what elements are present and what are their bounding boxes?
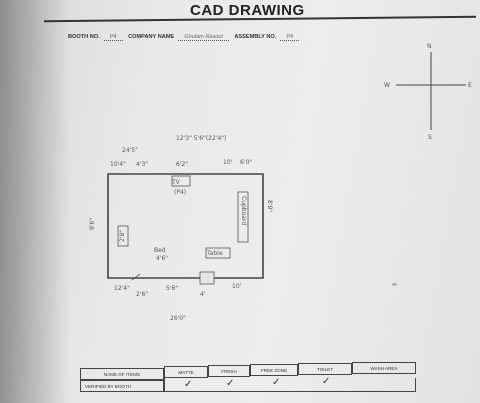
check-matte-icon: ✓: [184, 379, 193, 390]
compass-rose: N W E S: [384, 43, 472, 140]
check-free-zone-icon: ✓: [272, 377, 281, 388]
smudge-mark: [392, 283, 397, 286]
plan-cupboard-label: Cupboard: [240, 196, 247, 225]
plan-dim-top-right2: 6'0": [240, 159, 252, 166]
table-row-label: VERIFIED BY BOOTH: [80, 380, 164, 392]
plan-dim-left-edge: 9'6": [89, 218, 96, 230]
compass-west: W: [384, 82, 390, 89]
cupboard: [237, 191, 249, 243]
plan-dim-top-mid2: 6'2": [176, 161, 188, 168]
plan-dim-bottom-right: 10': [232, 283, 242, 290]
table-header-free-zone: FREE ZONE: [250, 364, 298, 376]
verification-table: NAME OF ITEMS MATTE FRESH FREE ZONE TOIL…: [80, 362, 416, 398]
document-title: CAD DRAWING: [190, 2, 305, 19]
assembly-label: ASSEMBLY NO.: [234, 34, 277, 40]
floor-plan: 24'5" 12'3" 5'6"(22'4") 10'4" 4'3" 6'2" …: [89, 135, 273, 322]
plan-bed-sub: 4'6": [156, 255, 168, 262]
page-shadow: [0, 0, 70, 403]
check-toilet-icon: ✓: [322, 376, 331, 387]
plan-dim-top-left: 24'5": [122, 147, 138, 154]
plan-bottom-caption: 26'0": [170, 315, 186, 322]
check-fresh-icon: ✓: [226, 378, 235, 389]
tv-unit: [171, 175, 191, 187]
doorway-mark: [131, 273, 141, 281]
company-value: Ghulam Rasool: [178, 34, 229, 41]
left-fixture: [117, 225, 129, 247]
table-header-fresh: FRESH: [208, 365, 250, 377]
plan-title: 12'3" 5'6"(22'4"): [176, 135, 226, 142]
table-header-wash-area: WASH AREA: [352, 362, 416, 374]
plan-dim-left-inner: 2'8": [119, 230, 126, 242]
plan-dim-bottom-left: 12'4": [114, 285, 130, 292]
plan-table-label: Table: [206, 250, 223, 257]
table-unit: [205, 247, 231, 259]
compass-south: S: [428, 134, 432, 140]
door-gap: [199, 271, 215, 285]
plan-dim-bottom-l1: 2'6": [136, 291, 148, 298]
assembly-value: P4: [280, 34, 300, 41]
plan-dim-bottom-mid: 5'6": [166, 285, 178, 292]
plan-tv-label: TV: [171, 179, 181, 186]
table-header-matte: MATTE: [164, 366, 208, 378]
plan-walls: [107, 173, 264, 279]
compass-east: E: [468, 82, 472, 89]
plan-dim-bottom-mid2: 4': [200, 291, 206, 298]
booth-value: P4: [103, 34, 123, 41]
plan-bed-label: Bed: [154, 247, 166, 254]
table-check-row: [164, 378, 416, 392]
company-label: COMPANY NAME: [128, 34, 175, 40]
table-header-items: NAME OF ITEMS: [80, 368, 164, 380]
compass-north: N: [427, 43, 432, 50]
plan-tv-sub: (P4): [174, 189, 186, 196]
plan-dim-top-mid: 4'3": [136, 161, 148, 168]
booth-label: BOOTH NO.: [68, 34, 100, 40]
table-header-toilet: TOILET: [298, 363, 352, 375]
plan-dim-right-edge: 8'9": [266, 200, 273, 212]
plan-dim-top-left-edge: 10'4": [110, 161, 126, 168]
plan-dim-top-right: 10': [223, 159, 233, 166]
